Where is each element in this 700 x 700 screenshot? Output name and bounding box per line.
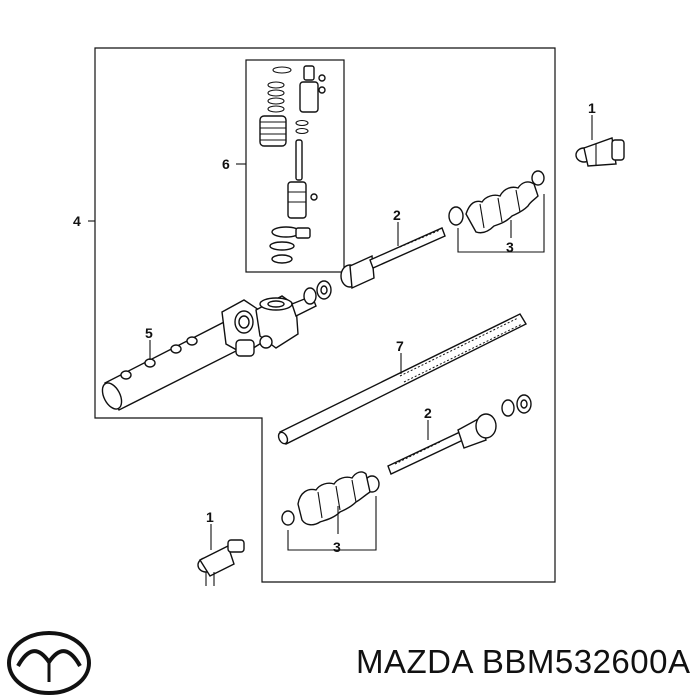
boot-kit-lower (281, 471, 380, 526)
callout-6: 6 (222, 156, 230, 172)
tie-rod-end-left (197, 539, 245, 586)
brand-part-number: MAZDA BBM532600A (356, 643, 691, 680)
boot-kit-upper (448, 170, 545, 234)
callout-2-upper: 2 (393, 207, 401, 223)
assembly-frame-outline (94, 47, 556, 583)
callout-5: 5 (145, 325, 153, 341)
callout-3-upper: 3 (506, 239, 514, 255)
pinion-kit-box (245, 59, 345, 273)
boot-kit-lower-bracket (287, 496, 377, 551)
mazda-logo-icon (7, 631, 91, 695)
gear-housing (101, 295, 317, 411)
callout-3-lower: 3 (333, 539, 341, 555)
pinion-kit-parts (259, 65, 326, 264)
rack (277, 313, 527, 445)
tie-rod-end-right (575, 137, 625, 167)
boot-kit-upper-bracket (457, 194, 545, 253)
leader-lines (88, 115, 593, 550)
inner-tie-rod-upper (340, 227, 446, 290)
callout-4: 4 (73, 213, 81, 229)
callout-2-lower: 2 (424, 405, 432, 421)
inner-tie-rod-lower (387, 394, 532, 475)
housing-seals (303, 280, 332, 305)
callout-7: 7 (396, 338, 404, 354)
callout-1-left: 1 (206, 509, 214, 525)
callout-1-right: 1 (588, 100, 596, 116)
